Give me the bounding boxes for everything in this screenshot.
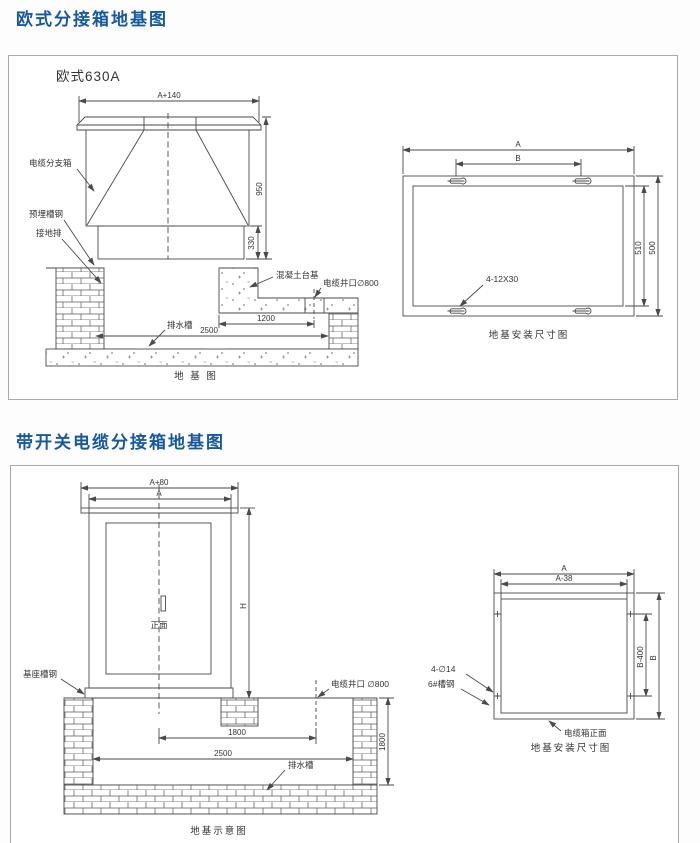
- front-view-dimensions: A+140 950 330 1200 2500: [78, 91, 329, 339]
- label-grounding-bar: 接地排: [36, 228, 62, 238]
- cabinet-body: [88, 512, 232, 689]
- front-view-labels: 正面 基座槽钢 电缆井口 ∅800 排水槽 地基示意图: [23, 620, 389, 837]
- support-pier: [220, 697, 259, 727]
- panel-switch-box: A+80 A H 1800 2500 1800 正面 基座槽钢 电缆井口 ∅80…: [10, 465, 679, 843]
- slot-hole: [447, 177, 467, 185]
- plan-view-caption: 地基安装尺寸图: [531, 742, 612, 754]
- box-cap: [76, 116, 262, 131]
- front-view-caption: 地基示意图: [190, 825, 248, 837]
- front-view-caption: 地 基 图: [174, 370, 218, 382]
- dim-plan-bolt-span: B-400: [636, 646, 645, 668]
- plan-view-structure: [493, 592, 635, 720]
- base-frame-inner: [412, 185, 624, 307]
- left-brick-wall: [55, 267, 105, 350]
- dim-plinth-height: 330: [247, 236, 256, 250]
- plinth: [97, 225, 245, 260]
- bolt-marks: [494, 611, 634, 699]
- dim-well-offset: 1800: [228, 728, 246, 737]
- concrete-platform: [218, 267, 359, 314]
- base-frame-outer: [493, 592, 635, 720]
- slot-hole: [572, 307, 592, 315]
- label-bolt-holes: 4-∅14: [431, 664, 456, 674]
- slot-hole: [447, 307, 467, 315]
- euro-box-drawing: 欧式630A A+140 950 330 120: [29, 69, 663, 382]
- label-channel-steel: 6#槽钢: [428, 679, 454, 689]
- left-brick-wall: [63, 697, 94, 786]
- dim-body-height: 950: [255, 182, 264, 196]
- branch-box-body: [85, 129, 250, 227]
- label-drain-channel: 排水槽: [167, 320, 193, 330]
- brick-base: [63, 784, 378, 815]
- plan-view-dimensions: A A-38 B-400 B: [493, 564, 665, 720]
- front-view-structure: [63, 484, 378, 815]
- label-cable-well: 电缆井口 ∅800: [331, 679, 389, 689]
- dim-pit-width: 2500: [214, 749, 232, 758]
- label-drain-channel: 排水槽: [288, 760, 314, 770]
- cabinet-cap: [80, 507, 239, 514]
- plan-view-dimensions: A B 510 500: [402, 140, 663, 317]
- label-box-front: 电缆箱正面: [564, 728, 607, 738]
- dim-height: H: [239, 603, 248, 609]
- right-brick-wall: [328, 312, 359, 350]
- dim-plan-a: A: [515, 140, 521, 149]
- dim-top-width: A+80: [150, 478, 169, 487]
- right-brick-wall: [352, 697, 378, 786]
- front-view-dimensions: A+80 A H 1800 2500 1800: [80, 478, 394, 786]
- cabinet-door: [105, 522, 212, 675]
- label-base-channel-steel: 基座槽钢: [23, 669, 57, 679]
- label-front-face: 正面: [150, 620, 168, 630]
- model-label: 欧式630A: [56, 69, 121, 84]
- front-view-labels: 电缆分支箱 预埋槽钢 接地排 混凝土台基 电缆井口∅800 排水槽 地 基 图: [29, 158, 379, 382]
- dim-pit-width: 2500: [200, 326, 218, 335]
- dim-top-width: A+140: [157, 91, 181, 100]
- dim-plan-b: B: [649, 655, 658, 660]
- slot-hole: [572, 177, 592, 185]
- label-cable-well: 电缆井口∅800: [323, 278, 379, 288]
- dim-plan-outer-height: 500: [648, 241, 657, 255]
- plan-view-caption: 地基安装尺寸图: [489, 329, 570, 341]
- plan-view-structure: [402, 175, 635, 317]
- label-concrete-base: 混凝土台基: [276, 270, 319, 280]
- section2-title: 带开关电缆分接箱地基图: [16, 433, 225, 452]
- door-handle: [160, 595, 166, 612]
- plan-view-labels: 4-12X30 地基安装尺寸图: [459, 274, 570, 341]
- dim-pit-depth: 1800: [378, 733, 387, 751]
- dim-plan-inner-height: 510: [634, 241, 643, 255]
- base-frame-outer: [402, 175, 635, 317]
- base-frame-inner: [500, 598, 628, 714]
- dim-plan-b: B: [515, 154, 520, 163]
- label-cable-branch-box: 电缆分支箱: [29, 158, 72, 168]
- dim-plan-a: A: [561, 564, 567, 573]
- dim-plan-a-inner: A-38: [556, 574, 573, 583]
- gravel-base: [45, 348, 359, 367]
- section1-title: 欧式分接箱地基图: [16, 10, 168, 29]
- dim-body-width: A: [156, 489, 162, 498]
- label-embedded-channel-steel: 预埋槽钢: [29, 209, 63, 219]
- panel-euro-box: 欧式630A A+140 950 330 120: [8, 55, 678, 400]
- switch-box-drawing: A+80 A H 1800 2500 1800 正面 基座槽钢 电缆井口 ∅80…: [23, 478, 665, 837]
- plan-view-labels: 4-∅14 6#槽钢 电缆箱正面 地基安装尺寸图: [428, 664, 612, 754]
- dim-well-offset: 1200: [257, 314, 275, 323]
- label-slot-holes: 4-12X30: [486, 274, 518, 284]
